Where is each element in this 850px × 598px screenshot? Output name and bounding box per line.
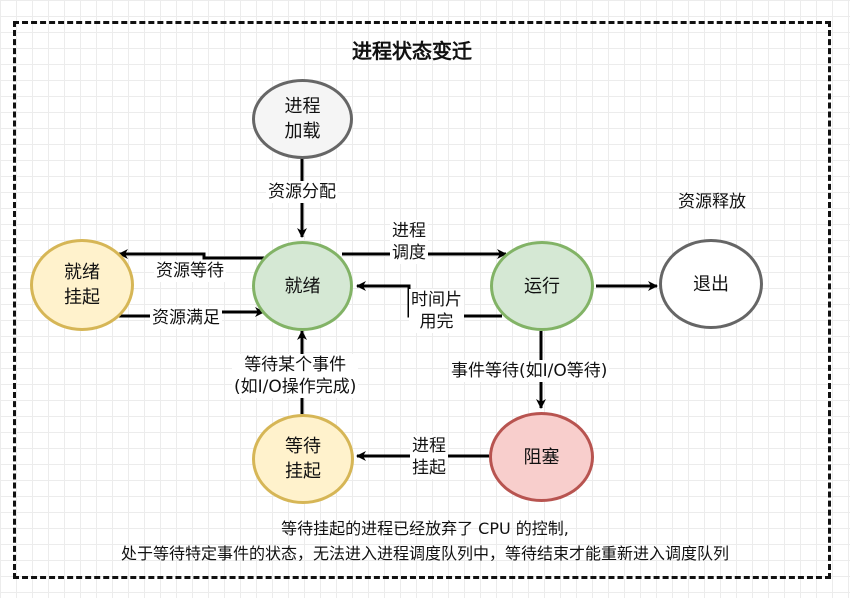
edge-label-event-done: 等待某个事件 (如I/O操作完成)	[232, 354, 359, 398]
label-resource-release: 资源释放	[678, 192, 746, 212]
diagram-frame	[13, 21, 831, 579]
node-ready: 就绪	[252, 241, 353, 331]
node-exit: 退出	[659, 239, 763, 329]
node-wait-suspend: 等待 挂起	[252, 414, 354, 504]
node-ready-suspend: 就绪 挂起	[30, 239, 134, 331]
edge-label-suspend: 进程 挂起	[410, 435, 448, 479]
node-running: 运行	[490, 241, 594, 331]
edge-label-resource-alloc: 资源分配	[266, 181, 338, 203]
edge-label-schedule: 进程 调度	[390, 220, 428, 264]
edge-ready-to-ready-suspend	[118, 249, 264, 260]
edge-label-timeslice: 时间片 用完	[409, 289, 464, 333]
node-blocked: 阻塞	[489, 412, 594, 502]
edge-label-resource-wait: 资源等待	[154, 260, 226, 282]
footnote-line-1: 等待挂起的进程已经放弃了 CPU 的控制,	[281, 519, 569, 538]
footnote-line-2: 处于等待特定事件的状态，无法进入进程调度队列中，等待结束才能重新进入调度队列	[120, 544, 729, 563]
diagram-title: 进程状态变迁	[352, 39, 472, 63]
node-process-load: 进程 加载	[252, 79, 353, 159]
edge-label-event-wait: 事件等待(如I/O等待)	[449, 360, 610, 382]
edge-label-resource-ok: 资源满足	[150, 307, 222, 329]
